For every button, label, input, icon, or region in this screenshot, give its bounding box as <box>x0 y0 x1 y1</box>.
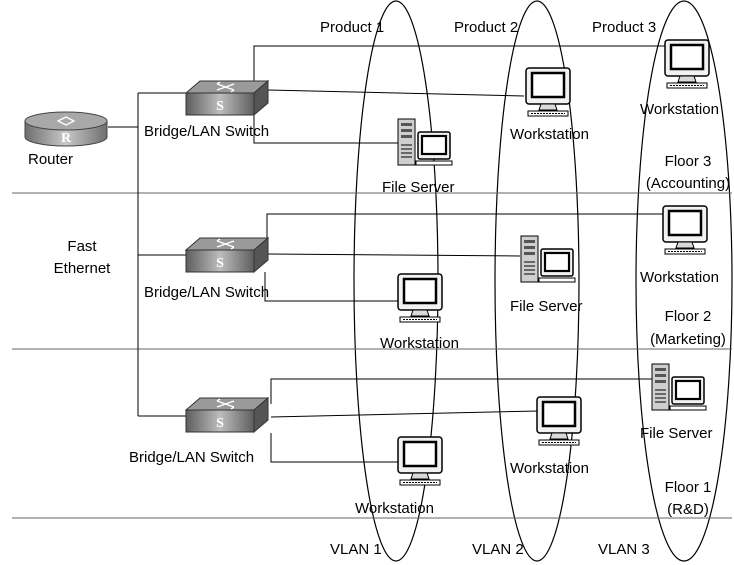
floor2-label: Floor 2 <box>665 308 712 325</box>
vlan3-ellipse <box>635 0 733 562</box>
vlan2-label: VLAN 2 <box>472 541 524 558</box>
floor2-links <box>264 213 665 302</box>
workstation-icon-f2-vlan3 <box>661 204 709 256</box>
workstation-icon-f3-vlan2 <box>524 66 572 118</box>
floor3-dept: (Accounting) <box>646 175 730 192</box>
vlan2-ellipse <box>494 0 580 562</box>
backbone-links <box>108 92 186 417</box>
device-label-f2-vlan2: File Server <box>510 298 583 315</box>
router-icon: R <box>24 111 108 147</box>
router-glyph: R <box>61 131 72 146</box>
workstation-icon-f1-vlan2 <box>535 395 583 447</box>
device-label-f3-vlan1: File Server <box>382 179 455 196</box>
workstation-icon-f3-vlan3 <box>663 38 711 90</box>
fileserver-icon-f3-vlan1 <box>396 117 454 167</box>
floor1-links <box>270 378 652 463</box>
switch-icon-floor2 <box>185 237 269 273</box>
vlan3-label: VLAN 3 <box>598 541 650 558</box>
device-label-f1-vlan1: Workstation <box>355 500 434 517</box>
device-label-f1-vlan3: File Server <box>640 425 713 442</box>
workstation-icon-f2-vlan1 <box>396 272 444 324</box>
workstation-icon-f1-vlan1 <box>396 435 444 487</box>
product2-label: Product 2 <box>454 19 518 36</box>
switch-label-floor3: Bridge/LAN Switch <box>144 123 269 140</box>
switch-label-floor1: Bridge/LAN Switch <box>129 449 254 466</box>
device-label-f3-vlan2: Workstation <box>510 126 589 143</box>
device-label-f2-vlan1: Workstation <box>380 335 459 352</box>
router-label: Router <box>28 151 73 168</box>
device-label-f3-vlan3: Workstation <box>640 101 719 118</box>
fileserver-icon-f2-vlan2 <box>519 234 577 284</box>
product3-label: Product 3 <box>592 19 656 36</box>
fileserver-icon-f1-vlan3 <box>650 362 708 412</box>
floor3-label: Floor 3 <box>665 153 712 170</box>
floor3-links <box>253 45 665 144</box>
floor2-dept: (Marketing) <box>650 331 726 348</box>
floor1-label: Floor 1 <box>665 479 712 496</box>
switch-icon-floor3 <box>185 80 269 116</box>
switch-icon-floor1 <box>185 397 269 433</box>
vlan1-label: VLAN 1 <box>330 541 382 558</box>
backbone-label-line1: Fast <box>67 238 97 255</box>
product1-label: Product 1 <box>320 19 384 36</box>
switch-label-floor2: Bridge/LAN Switch <box>144 284 269 301</box>
floor1-dept: (R&D) <box>667 501 709 518</box>
backbone-label-line2: Ethernet <box>54 260 112 277</box>
device-label-f2-vlan3: Workstation <box>640 269 719 286</box>
device-label-f1-vlan2: Workstation <box>510 460 589 477</box>
